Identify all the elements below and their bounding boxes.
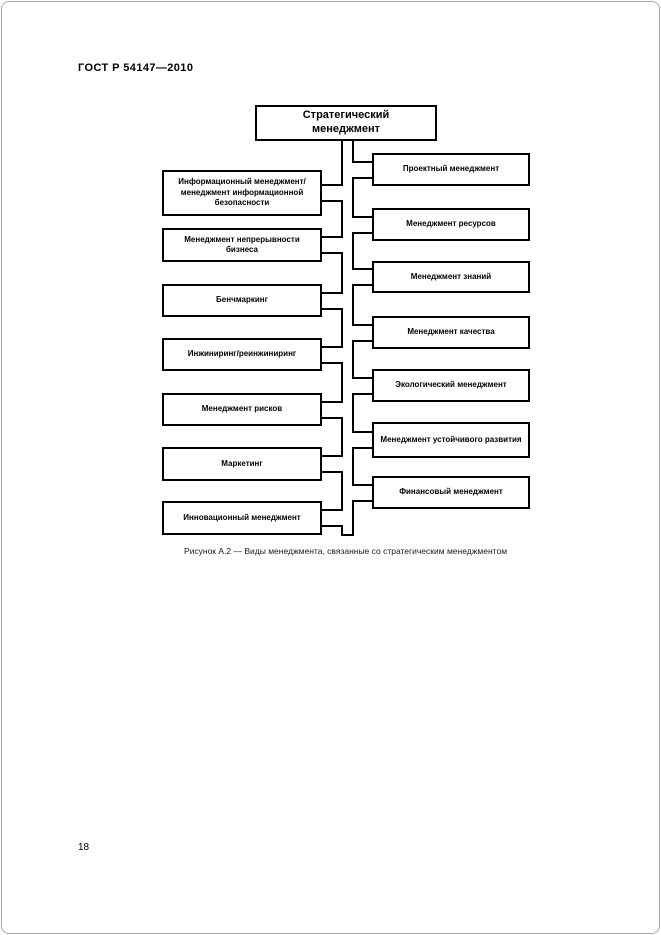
connector-segment bbox=[352, 339, 354, 379]
connector-segment bbox=[341, 416, 343, 457]
connector-segment bbox=[352, 447, 372, 449]
connector-segment bbox=[352, 231, 354, 270]
diagram-node-info-security-management: Информационный менеджмент/ менеджмент ин… bbox=[162, 170, 322, 216]
connector-segment bbox=[352, 323, 372, 326]
connector-segment bbox=[322, 416, 343, 419]
diagram-node-engineering-reengineering: Инжиниринг/реинжиниринг bbox=[162, 338, 322, 371]
connector-segment bbox=[341, 361, 343, 403]
connector-segment bbox=[352, 176, 372, 179]
connector-segment bbox=[352, 284, 354, 326]
diagram-root-node: Стратегический менеджмент bbox=[255, 105, 437, 141]
diagram-node-project-management: Проектный менеджмент bbox=[372, 153, 530, 186]
connector-segment bbox=[341, 534, 354, 536]
connector-segment bbox=[352, 392, 372, 395]
diagram-node-knowledge-management: Менеджмент знаний bbox=[372, 261, 530, 293]
diagram-node-financial-management: Финансовый менеджмент bbox=[372, 476, 530, 509]
diagram-node-business-continuity-management: Менеджмент непрерывности бизнеса bbox=[162, 228, 322, 262]
connector-segment bbox=[322, 361, 343, 364]
figure-caption: Рисунок А.2 — Виды менеджмента, связанны… bbox=[183, 546, 508, 556]
page-number: 18 bbox=[78, 842, 90, 853]
connector-segment bbox=[352, 284, 372, 286]
connector-segment bbox=[322, 509, 343, 511]
diagram-node-ecological-management: Экологический менеджмент bbox=[372, 369, 530, 402]
connector-segment bbox=[341, 307, 343, 348]
connector-segment bbox=[322, 400, 343, 403]
connector-segment bbox=[352, 499, 372, 502]
diagram-node-marketing: Маркетинг bbox=[162, 447, 322, 481]
connector-segment bbox=[352, 431, 372, 433]
connector-segment bbox=[322, 252, 343, 254]
connector-segment bbox=[322, 236, 343, 238]
connector-segment bbox=[352, 483, 372, 486]
diagram-node-resource-management: Менеджмент ресурсов bbox=[372, 208, 530, 241]
connector-segment bbox=[352, 231, 372, 234]
connector-segment bbox=[352, 339, 372, 342]
management-types-diagram: Стратегический менеджмент Информационный… bbox=[162, 105, 530, 536]
connector-segment bbox=[352, 215, 372, 218]
diagram-node-risk-management: Менеджмент рисков bbox=[162, 393, 322, 426]
connector-segment bbox=[341, 200, 343, 238]
connector-segment bbox=[352, 499, 354, 536]
document-header: ГОСТ Р 54147—2010 bbox=[78, 62, 194, 74]
diagram-node-benchmarking: Бенчмаркинг bbox=[162, 284, 322, 317]
connector-segment bbox=[322, 525, 343, 527]
connector-segment bbox=[322, 345, 343, 348]
connector-segment bbox=[322, 307, 343, 310]
diagram-node-sustainable-development-management: Менеджмент устойчивого развития bbox=[372, 422, 530, 458]
connector-segment bbox=[352, 447, 354, 486]
connector-segment bbox=[352, 268, 372, 270]
connector-segment bbox=[322, 291, 343, 294]
connector-segment bbox=[322, 455, 343, 457]
connector-segment bbox=[322, 200, 343, 202]
diagram-node-innovation-management: Инновационный менеджмент bbox=[162, 501, 322, 535]
connector-segment bbox=[341, 525, 343, 536]
connector-segment bbox=[341, 252, 343, 294]
connector-segment bbox=[352, 376, 372, 379]
connector-segment bbox=[352, 176, 354, 218]
connector-segment bbox=[352, 160, 372, 163]
connector-segment bbox=[322, 184, 343, 186]
connector-segment bbox=[341, 471, 343, 511]
diagram-node-quality-management: Менеджмент качества bbox=[372, 316, 530, 349]
connector-segment bbox=[352, 140, 354, 163]
connector-segment bbox=[341, 140, 343, 186]
connector-segment bbox=[322, 471, 343, 473]
connector-segment bbox=[352, 392, 354, 433]
